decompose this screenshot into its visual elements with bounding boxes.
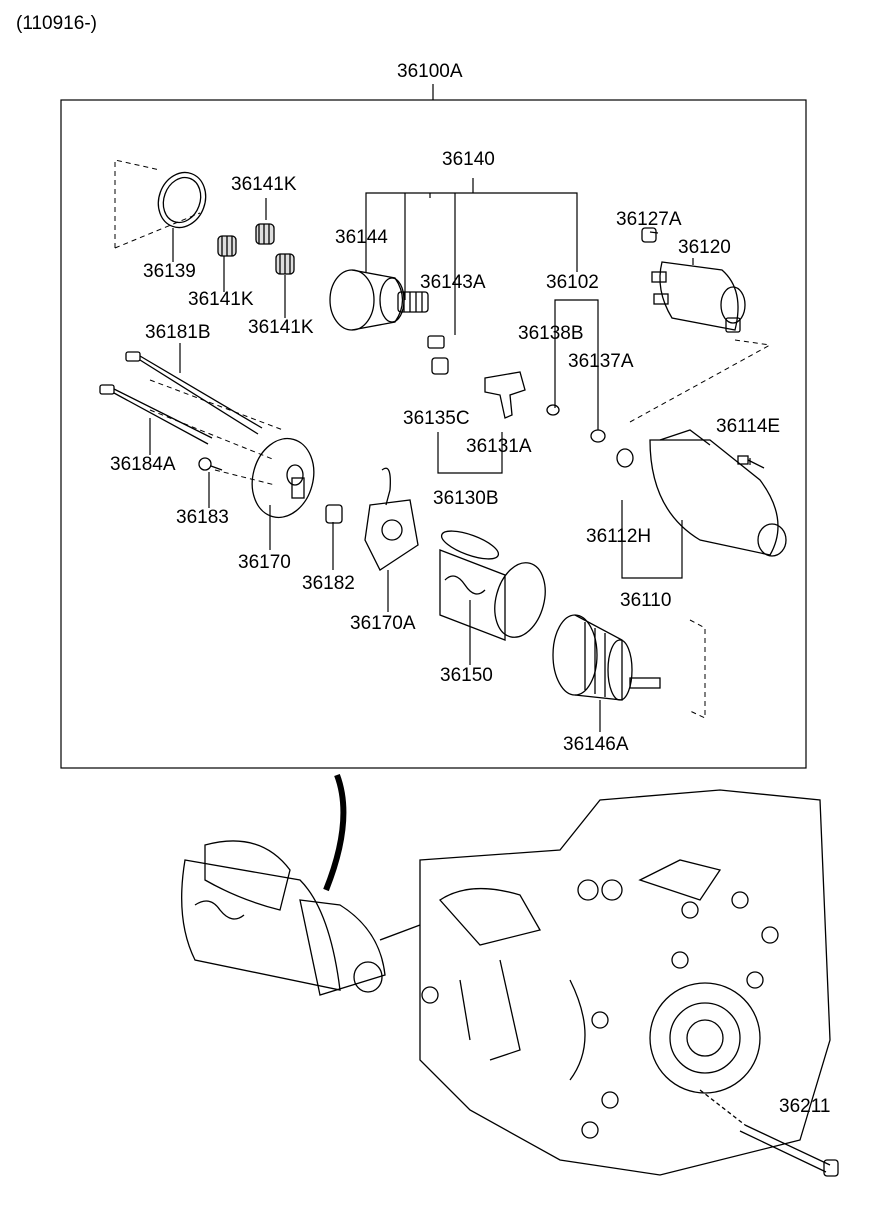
- callout-36140: 36140: [442, 149, 495, 170]
- callout-36120: 36120: [678, 237, 731, 258]
- callout-36170: 36170: [238, 552, 291, 573]
- callout-36144: 36144: [335, 227, 388, 248]
- yoke-assembly-36150: [439, 530, 546, 641]
- callout-36138B: 36138B: [518, 323, 584, 344]
- callout-36137A: 36137A: [568, 351, 634, 372]
- callout-36131A: 36131A: [466, 436, 532, 457]
- callout-36141K-right: 36141K: [248, 317, 314, 338]
- callout-36141K-left: 36141K: [188, 289, 254, 310]
- bolt-36114E: [737, 455, 765, 469]
- plate-36138B: [546, 404, 560, 416]
- through-bolt-36184A: [99, 384, 213, 445]
- bolt-36211: [699, 1089, 839, 1177]
- gear-36141K-b: [217, 235, 237, 257]
- assembly-number-label: 36100A: [397, 61, 463, 82]
- front-housing-36110: [649, 429, 787, 557]
- callout-36141K-top: 36141K: [231, 174, 297, 195]
- callout-36182: 36182: [302, 573, 355, 594]
- installed-starter: [181, 840, 421, 996]
- armature-36146A: [552, 614, 661, 701]
- callout-36211: 36211: [779, 1096, 831, 1117]
- spring-36137A: [590, 429, 606, 443]
- retaining-ring-36139: [157, 171, 207, 229]
- bushing-36135C: [431, 357, 449, 375]
- bushing-36112H: [616, 448, 634, 468]
- lever-36131A: [484, 371, 526, 419]
- brush-holder-36170A: [364, 467, 419, 571]
- callout-36184A: 36184A: [110, 454, 176, 475]
- gear-36141K-a: [255, 223, 275, 245]
- screw-36183: [198, 457, 223, 471]
- callout-36150: 36150: [440, 665, 493, 686]
- callout-36130B: 36130B: [433, 488, 499, 509]
- callout-36110: 36110: [620, 590, 672, 611]
- magnetic-switch-36120: [651, 261, 746, 333]
- date-code-label: (110916-): [16, 13, 97, 34]
- callout-36127A: 36127A: [616, 209, 682, 230]
- callout-36146A: 36146A: [563, 734, 629, 755]
- callout-36112H: 36112H: [586, 526, 652, 547]
- callout-36170A: 36170A: [350, 613, 416, 634]
- nut-36127A: [641, 227, 657, 243]
- gear-36141K-c: [275, 253, 295, 275]
- callout-36143A: 36143A: [420, 272, 486, 293]
- overrunning-clutch-36144: [329, 269, 445, 349]
- engine-block: [419, 789, 831, 1176]
- through-bolt-36181B: [125, 351, 263, 435]
- install-arrow: [323, 773, 347, 892]
- callout-36135C: 36135C: [403, 408, 470, 429]
- bushing-36182: [325, 504, 343, 524]
- callout-36181B: 36181B: [145, 322, 211, 343]
- callout-36114E: 36114E: [716, 416, 781, 437]
- callout-36102: 36102: [546, 272, 599, 293]
- callout-36183: 36183: [176, 507, 229, 528]
- rear-end-frame-36170: [251, 437, 315, 519]
- callout-36139: 36139: [143, 261, 196, 282]
